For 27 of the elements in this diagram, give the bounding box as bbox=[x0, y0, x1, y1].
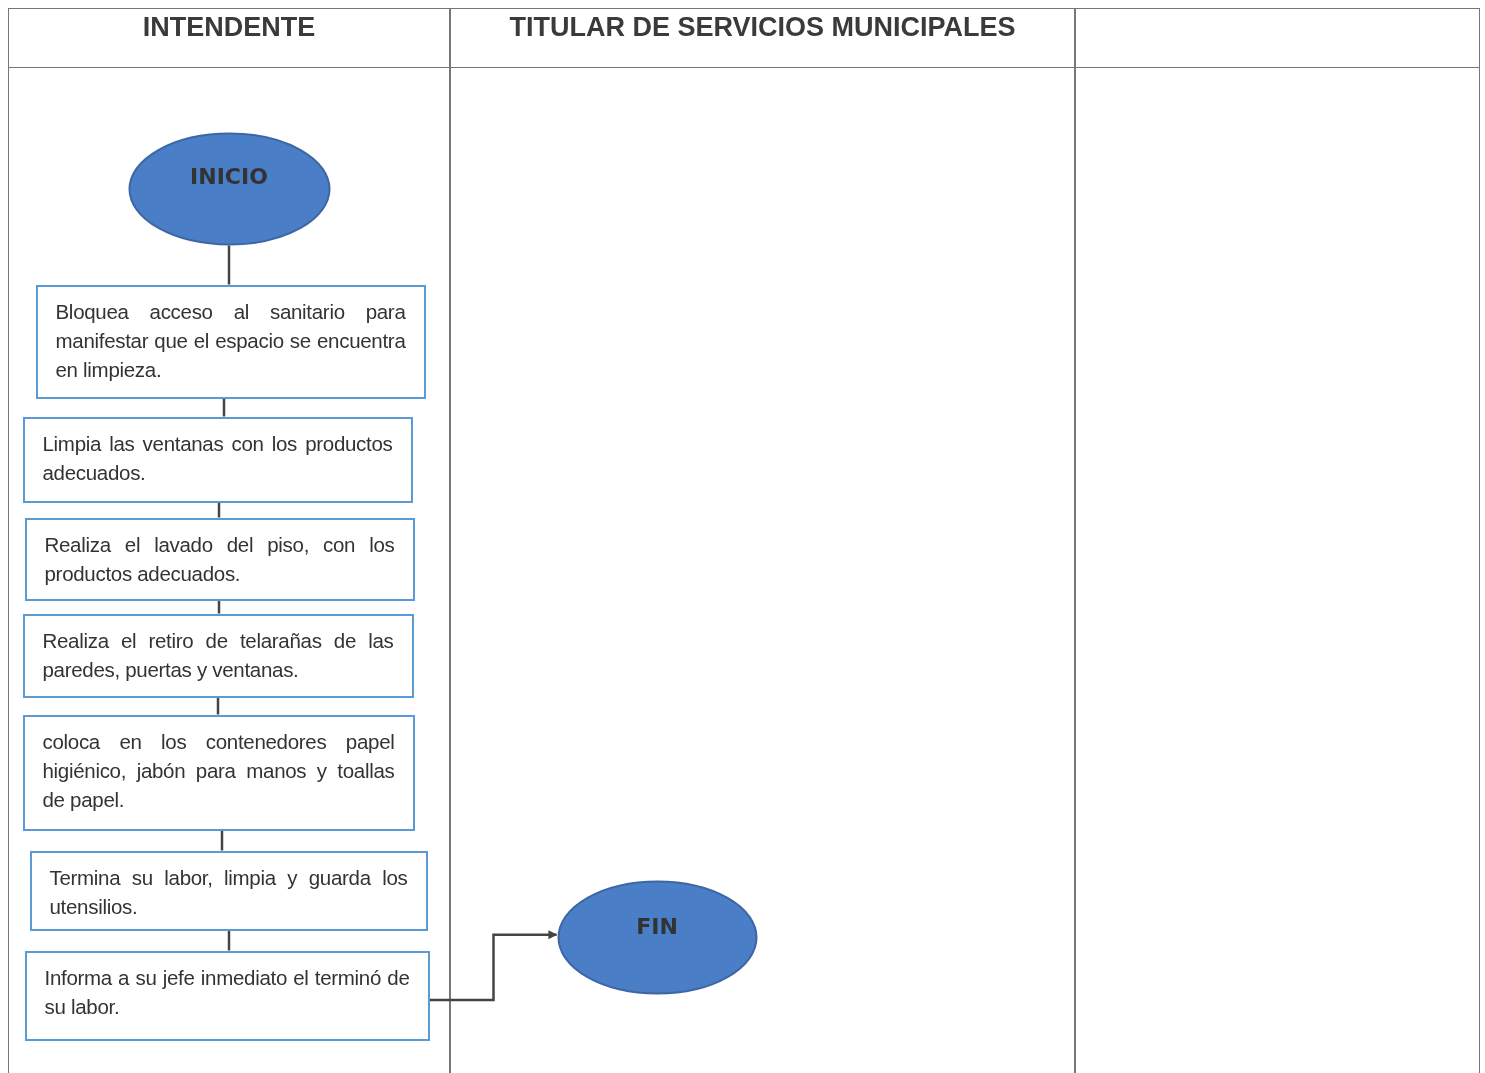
swimlane bbox=[450, 8, 1075, 1073]
process-box bbox=[22, 613, 414, 698]
lane-title: TITULAR DE SERVICIOS MUNICIPALES bbox=[508, 11, 1017, 44]
process-box bbox=[24, 517, 415, 601]
process-box bbox=[24, 950, 430, 1041]
process-text: Limpia las ventanas con los productos adecuados. bbox=[42, 430, 393, 486]
swimlane bbox=[8, 8, 450, 1073]
terminator-ellipse bbox=[127, 131, 331, 246]
process-text: coloca en los contenedores papel higiénico, jabón para manos y toallas de papel. bbox=[42, 728, 395, 813]
process-box bbox=[35, 284, 426, 399]
arrow bbox=[429, 930, 558, 1002]
terminator-ellipse bbox=[556, 879, 758, 995]
lane-title: INTENDENTE bbox=[141, 11, 317, 44]
terminator-label: INICIO bbox=[189, 163, 269, 189]
process-text: Realiza el lavado del piso, con los productos adecuados. bbox=[44, 531, 395, 587]
swimlane bbox=[1075, 8, 1480, 1073]
process-text: Realiza el retiro de telarañas de las paredes, puertas y ventanas. bbox=[42, 627, 394, 683]
process-text: Termina su labor, limpia y guarda los utensilios. bbox=[49, 864, 408, 920]
connector-line bbox=[227, 245, 231, 285]
terminator-label: FIN bbox=[635, 913, 679, 939]
connector-line bbox=[220, 830, 224, 851]
process-text: Bloquea acceso al sanitario para manifestar que el espacio se encuentra en limpieza. bbox=[55, 298, 406, 383]
process-box bbox=[22, 714, 415, 831]
process-box bbox=[29, 850, 428, 931]
connector-line bbox=[227, 930, 231, 951]
process-box bbox=[22, 416, 413, 503]
process-text: Informa a su jefe inmediato el terminó de su labor. bbox=[44, 964, 410, 1020]
